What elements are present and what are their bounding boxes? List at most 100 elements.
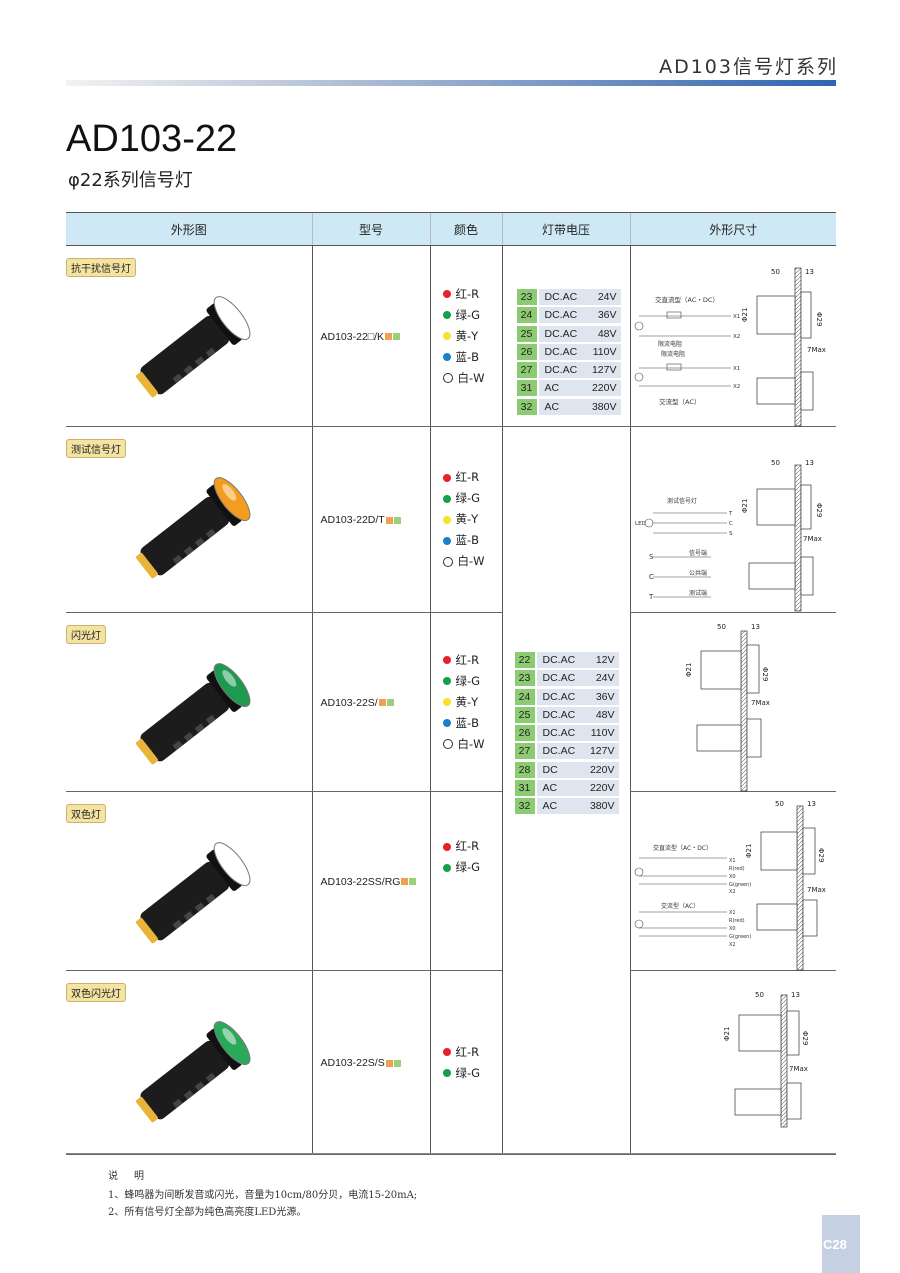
- lamp-terminal: [135, 1096, 158, 1123]
- circuit-label-acdc2: 交直流型（AC・DC）: [653, 844, 712, 852]
- page-tab: [822, 1215, 860, 1273]
- color-option: 蓝-B: [442, 347, 502, 368]
- type-label: 双色灯: [66, 804, 106, 823]
- voltage-type: DC.AC: [542, 727, 576, 740]
- dim-length: 50: [771, 268, 780, 276]
- voltage-value: 48V: [597, 327, 617, 340]
- dimension-cell: 测试信号灯 LED T C S S C T 信号端 公共端 测试端: [629, 426, 836, 613]
- col-header-dimension: 外形尺寸: [629, 212, 836, 246]
- dim-big: Φ29: [815, 312, 823, 326]
- orange-square-icon: [385, 333, 393, 340]
- color-label: 绿-G: [455, 307, 481, 322]
- color-dot-icon: [442, 494, 451, 503]
- color-option: 绿-G: [442, 671, 502, 692]
- voltage-code: 26: [516, 343, 537, 360]
- lamp-highlight: [222, 303, 237, 320]
- color-option: 白-W: [442, 734, 502, 755]
- color-label: 红-R: [455, 470, 480, 484]
- color-option: 绿-G: [442, 857, 502, 878]
- color-label: 白-W: [457, 554, 485, 568]
- color-option: 红-R: [442, 284, 502, 305]
- green-square-icon: [393, 1059, 401, 1067]
- lamp-rib: [172, 373, 183, 384]
- voltage-value: 220V: [589, 763, 615, 776]
- voltage-value: 110V: [590, 727, 615, 740]
- side-view: [696, 630, 761, 792]
- dim-panel: 7Max: [751, 699, 770, 707]
- dim-big: Φ29: [801, 1031, 809, 1045]
- notes-divider: [66, 1153, 836, 1154]
- color-dot-icon: [442, 1069, 451, 1077]
- color-dot-icon: [442, 332, 451, 340]
- lamp-image: [135, 663, 251, 765]
- notes: 说明 1、蜂鸣器为间断发音或闪光，音量为10cm/80分贝，电流15-20mA;…: [108, 1168, 417, 1221]
- voltage-type: DC: [542, 763, 558, 776]
- lamp-rib: [194, 537, 205, 547]
- dim-panel: 7Max: [789, 1065, 808, 1073]
- lamp-body: [135, 1021, 251, 1123]
- voltage-code: 24: [516, 307, 537, 324]
- lamp-body: [135, 477, 251, 579]
- dimension-cell: 交直流型（AC・DC） 限流电阻 限流电阻 交流型（AC） X1 X2 X1 X…: [629, 245, 836, 427]
- voltage-desc: DC 220V: [536, 761, 619, 778]
- voltage-code: 23: [514, 670, 535, 687]
- lamp-rib: [183, 731, 194, 742]
- side-view: [756, 267, 813, 427]
- circuit-label-ac2: 交流型（AC）: [661, 902, 699, 910]
- color-label: 红-R: [455, 1044, 480, 1059]
- color-option: 黄-Y: [442, 326, 502, 347]
- color-option: 红-R: [442, 836, 502, 857]
- photo-cell: 双色闪光灯: [66, 970, 312, 1155]
- color-dot-icon: [442, 656, 451, 664]
- col-header-image: 外形图: [66, 212, 312, 246]
- voltage-desc: DC.AC 110V: [536, 725, 619, 742]
- circuit-label-acdc: 交直流型（AC・DC）: [655, 295, 719, 304]
- voltage-value: 24V: [597, 291, 617, 303]
- voltage-value: 380V: [589, 800, 615, 813]
- color-dot-icon: [442, 473, 451, 482]
- dim-panel: 7Max: [803, 535, 822, 543]
- color-option: 红-R: [442, 467, 502, 488]
- color-label: 红-R: [455, 286, 480, 301]
- voltage-type: DC.AC: [544, 345, 578, 358]
- dim-big: Φ29: [761, 667, 769, 681]
- color-option: 白-W: [442, 551, 502, 572]
- terminal-c-desc: 公共端: [689, 569, 707, 577]
- circuit-label-x2: X2: [733, 334, 740, 340]
- lamp-rib: [194, 356, 205, 366]
- lamp-rib: [183, 910, 194, 921]
- side-view: [734, 994, 801, 1128]
- page-number: C28: [823, 1237, 847, 1252]
- voltage-type: DC.AC: [544, 291, 578, 303]
- note-line-1: 1、蜂鸣器为间断发音或闪光，音量为10cm/80分贝，电流15-20mA;: [108, 1190, 418, 1201]
- side-view: [748, 464, 813, 612]
- voltage-type: DC.AC: [542, 690, 576, 703]
- lamp-rib: [183, 545, 194, 556]
- model-number: AD103-22D/T: [320, 514, 385, 526]
- voltage-code: 27: [514, 743, 535, 760]
- voltage-value: 24V: [595, 672, 615, 685]
- dimension-drawing: 交直流型（AC・DC） 交流型（AC） X1 R(red) X0 G(green…: [634, 800, 825, 971]
- lamp-terminal: [135, 738, 158, 765]
- color-option: 黄-Y: [442, 692, 502, 713]
- voltage-code: 27: [516, 362, 537, 379]
- green-square-icon: [393, 333, 401, 340]
